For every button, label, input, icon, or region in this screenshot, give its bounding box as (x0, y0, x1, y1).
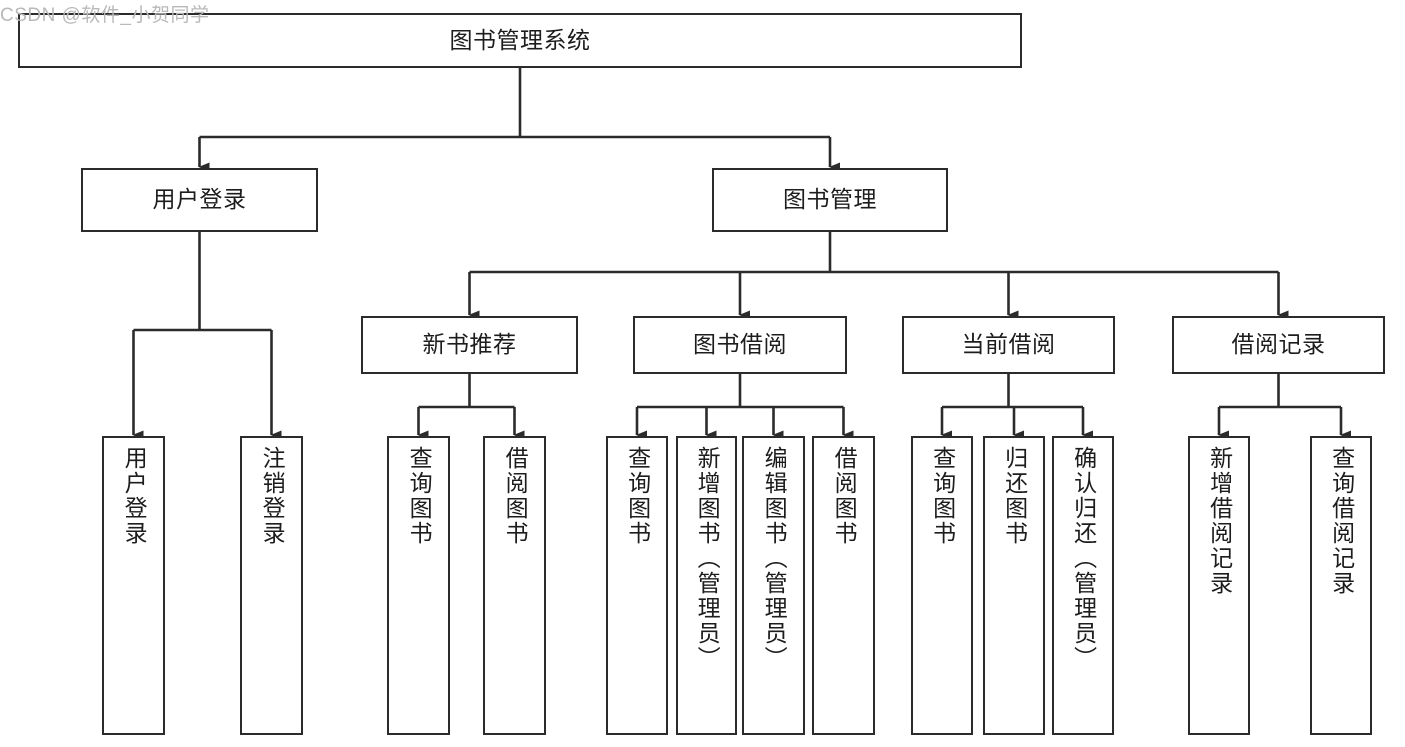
node-label-bookmgmt: 图书管理 (783, 186, 877, 213)
node-current[interactable]: 当前借阅 (902, 316, 1115, 374)
node-records[interactable]: 借阅记录 (1172, 316, 1385, 374)
node-label-l-c-confirm: 确认归还（管理员） (1070, 446, 1097, 671)
node-borrow[interactable]: 图书借阅 (633, 316, 847, 374)
node-label-login: 用户登录 (152, 186, 247, 213)
connector-lines (132, 68, 1351, 440)
node-label-l-c-query: 查询图书 (929, 446, 956, 546)
node-label-current: 当前借阅 (961, 331, 1056, 358)
node-newbook[interactable]: 新书推荐 (361, 316, 578, 374)
node-l-b-edit[interactable]: 编辑图书（管理员） (742, 436, 805, 735)
node-label-l-b-borrow: 借阅图书 (831, 446, 858, 546)
node-label-l-logout: 注销登录 (259, 446, 286, 546)
node-label-l-b-query: 查询图书 (624, 446, 651, 546)
node-bookmgmt[interactable]: 图书管理 (712, 168, 948, 232)
node-l-logout[interactable]: 注销登录 (240, 436, 303, 735)
watermark: CSDN @软件_小贺同学 (0, 5, 210, 26)
node-label-root: 图书管理系统 (449, 26, 591, 53)
node-l-r-add[interactable]: 新增借阅记录 (1188, 436, 1250, 735)
node-label-l-r-query: 查询借阅记录 (1328, 446, 1355, 596)
node-root[interactable]: 图书管理系统 (18, 13, 1022, 68)
node-label-l-r-add: 新增借阅记录 (1206, 446, 1233, 596)
node-l-nb-borrow[interactable]: 借阅图书 (483, 436, 546, 735)
node-label-l-nb-query: 查询图书 (406, 446, 433, 546)
node-l-c-return[interactable]: 归还图书 (983, 436, 1045, 735)
node-login[interactable]: 用户登录 (81, 168, 318, 232)
node-l-c-confirm[interactable]: 确认归还（管理员） (1052, 436, 1114, 735)
node-label-l-b-edit: 编辑图书（管理员） (761, 446, 788, 671)
node-label-records: 借阅记录 (1231, 331, 1326, 358)
node-l-b-borrow[interactable]: 借阅图书 (812, 436, 875, 735)
node-l-c-query[interactable]: 查询图书 (911, 436, 973, 735)
node-label-newbook: 新书推荐 (422, 331, 517, 358)
node-label-l-b-add: 新增图书（管理员） (694, 446, 721, 671)
node-l-login[interactable]: 用户登录 (102, 436, 165, 735)
node-label-l-login: 用户登录 (121, 446, 148, 546)
node-label-l-c-return: 归还图书 (1001, 446, 1028, 546)
node-label-l-nb-borrow: 借阅图书 (502, 446, 529, 546)
node-l-b-add[interactable]: 新增图书（管理员） (676, 436, 737, 735)
node-l-b-query[interactable]: 查询图书 (606, 436, 668, 735)
node-l-r-query[interactable]: 查询借阅记录 (1310, 436, 1372, 735)
node-label-borrow: 图书借阅 (693, 331, 787, 358)
node-l-nb-query[interactable]: 查询图书 (387, 436, 450, 735)
